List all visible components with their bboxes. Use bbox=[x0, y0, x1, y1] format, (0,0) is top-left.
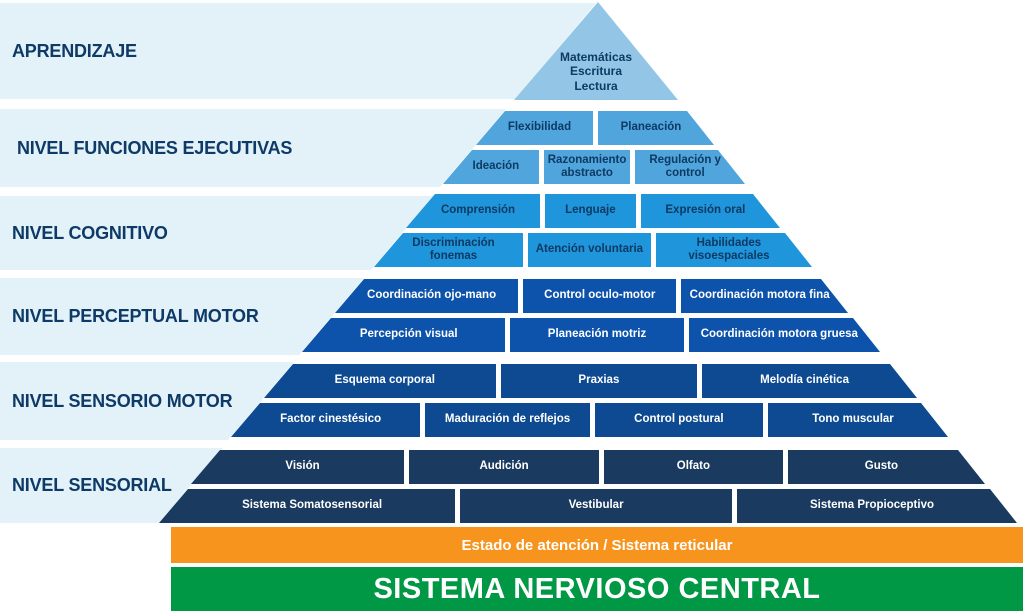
pyramid-block: Control oculo-motor bbox=[523, 279, 676, 313]
pyramid-row-sensorial-2: Sistema Somatosensorial Vestibular Siste… bbox=[159, 489, 1017, 523]
pyramid-row-perceptual-1: Coordinación ojo-mano Control oculo-moto… bbox=[335, 279, 848, 313]
pyramid-block: Planeación bbox=[598, 111, 714, 145]
level-band-label: NIVEL SENSORIO MOTOR bbox=[12, 390, 233, 411]
pyramid-block: Coordinación motora fina bbox=[681, 279, 848, 313]
apex-line: Escritura bbox=[569, 64, 623, 79]
level-band-cognitivo: NIVEL COGNITIVO bbox=[0, 196, 433, 270]
level-band-funciones-ejecutivas: NIVEL FUNCIONES EJECUTIVAS bbox=[0, 109, 506, 187]
level-band-label: NIVEL PERCEPTUAL MOTOR bbox=[12, 306, 259, 326]
level-band-label: NIVEL COGNITIVO bbox=[12, 222, 168, 243]
pyramid-block: Razonamiento abstracto bbox=[544, 150, 631, 184]
pyramid-row-perceptual-2: Percepción visual Planeación motriz Coor… bbox=[302, 318, 880, 352]
pyramid-block: Maduración de reflejos bbox=[425, 403, 589, 437]
pyramid-block: Planeación motriz bbox=[510, 318, 683, 352]
pyramid-row-sensorial-1: Visión Audición Olfato Gusto bbox=[191, 450, 985, 484]
pyramid-row-ejecutivas-1: Flexibilidad Planeación bbox=[476, 111, 714, 145]
pyramid-block: Audición bbox=[409, 450, 599, 484]
pyramid-block: Flexibilidad bbox=[476, 111, 593, 145]
pyramid-block: Sistema Somatosensorial bbox=[159, 489, 455, 523]
pyramid-block: Regulación y control bbox=[635, 150, 745, 184]
pyramid-row-sensorio-2: Factor cinestésico Maduración de reflejo… bbox=[231, 403, 948, 437]
attention-reticular-bar: Estado de atención / Sistema reticular bbox=[171, 527, 1023, 563]
pyramid-block: Vestibular bbox=[460, 489, 732, 523]
pyramid-block: Percepción visual bbox=[302, 318, 505, 352]
pyramid-block: Atención voluntaria bbox=[528, 233, 651, 267]
pyramid-block: Gusto bbox=[788, 450, 985, 484]
pyramid-row-cognitivo-2: Discriminación fonemas Atención voluntar… bbox=[374, 233, 812, 267]
pyramid-row-sensorio-1: Esquema corporal Praxias Melodía cinétic… bbox=[264, 364, 917, 398]
pyramid-row-ejecutivas-2: Ideación Razonamiento abstracto Regulaci… bbox=[443, 150, 745, 184]
level-band-perceptual-motor: NIVEL PERCEPTUAL MOTOR bbox=[0, 278, 364, 355]
level-band-sensorio-motor: NIVEL SENSORIO MOTOR bbox=[0, 362, 294, 440]
central-nervous-system-bar: SISTEMA NERVIOSO CENTRAL bbox=[171, 567, 1023, 611]
attention-bar-label: Estado de atención / Sistema reticular bbox=[461, 536, 733, 554]
pyramid-block: Melodía cinética bbox=[702, 364, 917, 398]
cns-bar-label: SISTEMA NERVIOSO CENTRAL bbox=[373, 572, 821, 605]
level-band-aprendizaje: APRENDIZAJE bbox=[0, 3, 596, 99]
pyramid-block: Tono muscular bbox=[768, 403, 948, 437]
pyramid-block: Coordinación ojo-mano bbox=[335, 279, 518, 313]
pyramid-block: Visión bbox=[191, 450, 404, 484]
apex-line: Lectura bbox=[574, 78, 618, 93]
pyramid-block: Factor cinestésico bbox=[231, 403, 420, 437]
pyramid-block: Habilidades visoespaciales bbox=[656, 233, 812, 267]
level-band-label: NIVEL SENSORIAL bbox=[12, 475, 172, 495]
pyramid-block: Coordinación motora gruesa bbox=[689, 318, 880, 352]
pyramid-block: Praxias bbox=[501, 364, 697, 398]
pyramid-row-cognitivo-1: Comprensión Lenguaje Expresión oral bbox=[406, 194, 780, 228]
pyramid-block: Lenguaje bbox=[545, 194, 636, 228]
pyramid-block: Esquema corporal bbox=[264, 364, 496, 398]
pyramid-block: Expresión oral bbox=[641, 194, 780, 228]
pyramid-block: Sistema Propioceptivo bbox=[737, 489, 1017, 523]
pyramid-block: Discriminación fonemas bbox=[374, 233, 523, 267]
level-band-label: APRENDIZAJE bbox=[12, 40, 137, 61]
level-band-label: NIVEL FUNCIONES EJECUTIVAS bbox=[17, 137, 293, 158]
pyramid-block: Olfato bbox=[604, 450, 783, 484]
apex-line: Matemáticas bbox=[559, 49, 633, 64]
pyramid-block: Control postural bbox=[595, 403, 763, 437]
